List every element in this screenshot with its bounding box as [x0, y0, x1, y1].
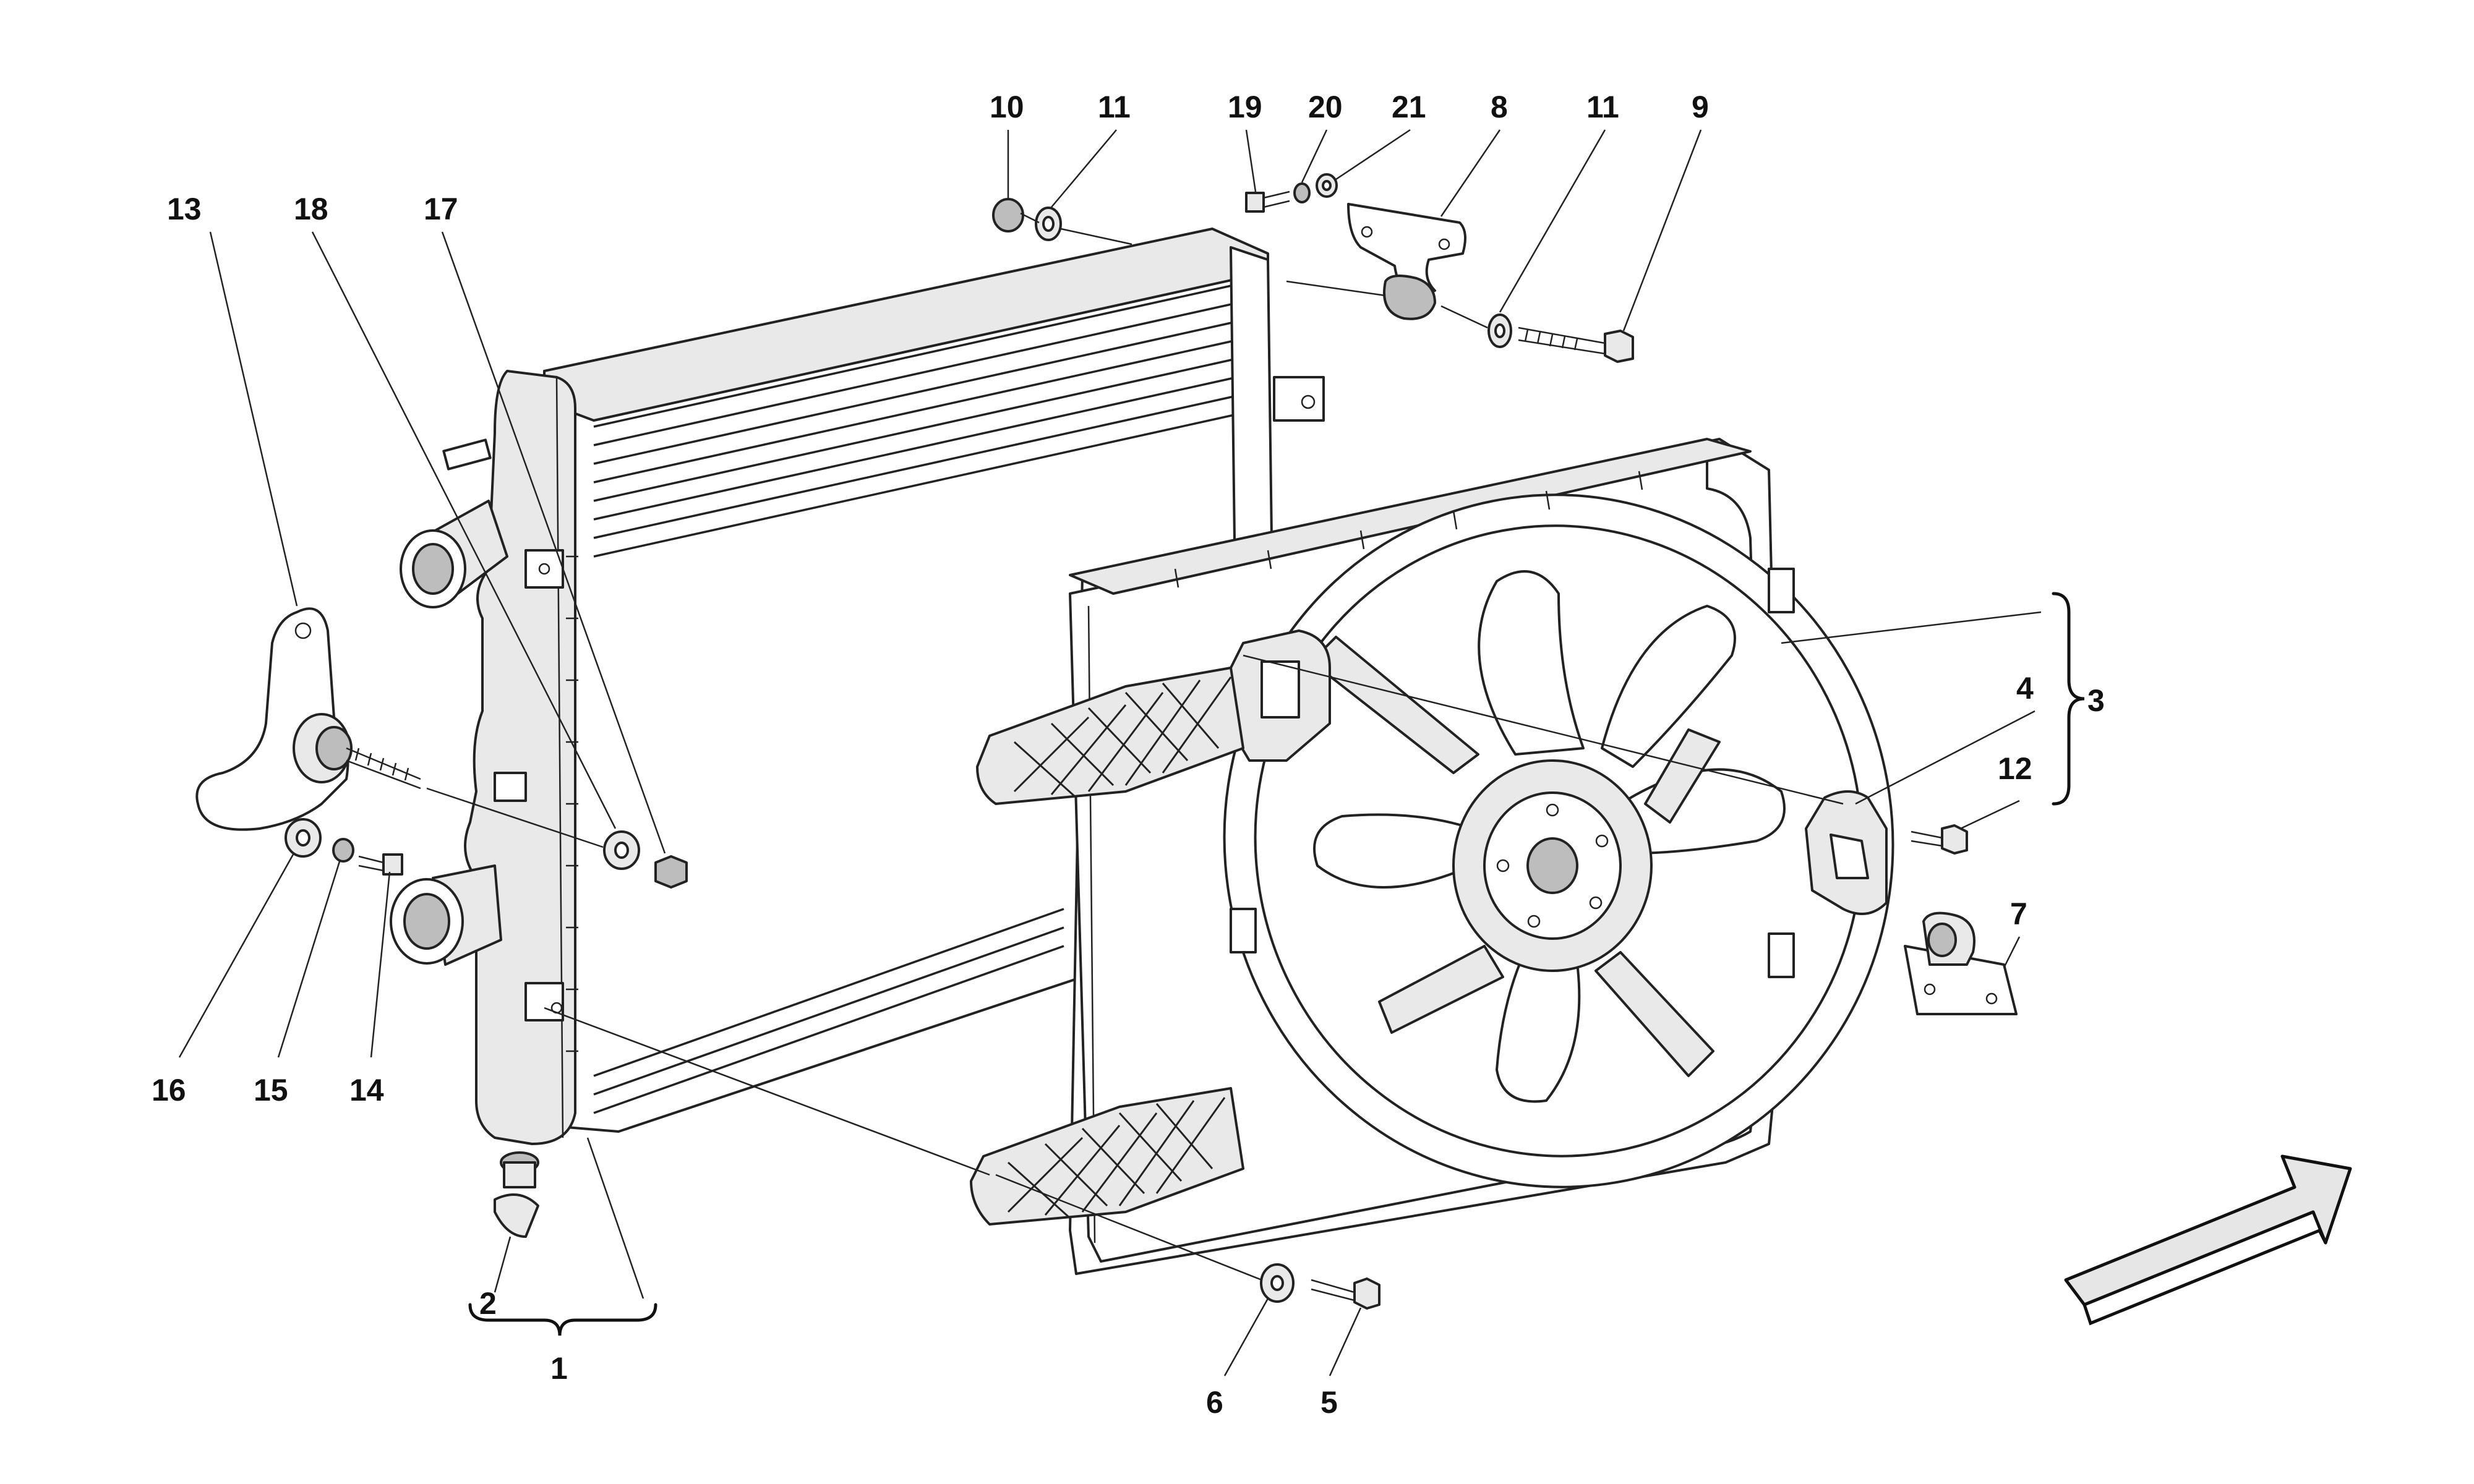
callout-21: 21: [1392, 90, 1426, 124]
direction-arrow: [2064, 1154, 2352, 1307]
washer-20: [1293, 182, 1311, 203]
radiator-fins: [593, 283, 1238, 558]
callout-11-left: 11: [1098, 90, 1131, 124]
upper-hose-outlet: [400, 500, 508, 608]
bolt-5: [1311, 1277, 1380, 1310]
callout-14: 14: [349, 1073, 384, 1107]
screw-14: [358, 853, 403, 876]
drain-plug: [494, 1151, 539, 1238]
callout-17: 17: [424, 192, 458, 226]
callout-6: 6: [1206, 1385, 1223, 1420]
callout-11-right: 11: [1586, 90, 1619, 124]
bracket-7: [1904, 911, 2018, 1015]
radiator: [390, 228, 1325, 1145]
callout-16: 16: [152, 1073, 186, 1107]
leader-lines: [178, 129, 2042, 1376]
callout-12: 12: [1998, 751, 2032, 786]
washer-15: [332, 838, 354, 863]
upper-grille: [976, 667, 1244, 805]
callout-1: 1: [550, 1351, 568, 1386]
brace-1: [468, 1303, 657, 1336]
callout-8: 8: [1491, 90, 1508, 124]
brace-3: [2052, 592, 2085, 806]
nut-17: [654, 855, 688, 889]
callout-4: 4: [2016, 671, 2034, 706]
screw-12: [1911, 824, 1968, 855]
callout-18: 18: [294, 192, 328, 226]
screw-19: [1245, 190, 1290, 213]
rubber-mount-4: [1805, 790, 1888, 915]
callout-13: 13: [167, 192, 202, 226]
callout-15: 15: [254, 1073, 288, 1107]
bolt-9: [1518, 326, 1634, 363]
callout-19: 19: [1228, 90, 1262, 124]
callout-5: 5: [1320, 1385, 1338, 1420]
lower-hose-outlet: [390, 864, 502, 966]
fan-shroud-assembly: [1069, 438, 1894, 1275]
callout-20: 20: [1308, 90, 1343, 124]
callout-9: 9: [1692, 90, 1709, 124]
callout-10: 10: [990, 90, 1024, 124]
rubber-bush-10: [992, 198, 1024, 232]
mounting-bracket: [195, 607, 421, 831]
top-bracket-8: [1347, 203, 1466, 320]
callout-2: 2: [479, 1286, 497, 1321]
callout-7: 7: [2010, 897, 2027, 931]
callout-labels: 10 11 19 20 21 8 11 9 13 18 17 3 4 12 7 …: [152, 90, 2105, 1420]
callout-3: 3: [2087, 683, 2105, 718]
